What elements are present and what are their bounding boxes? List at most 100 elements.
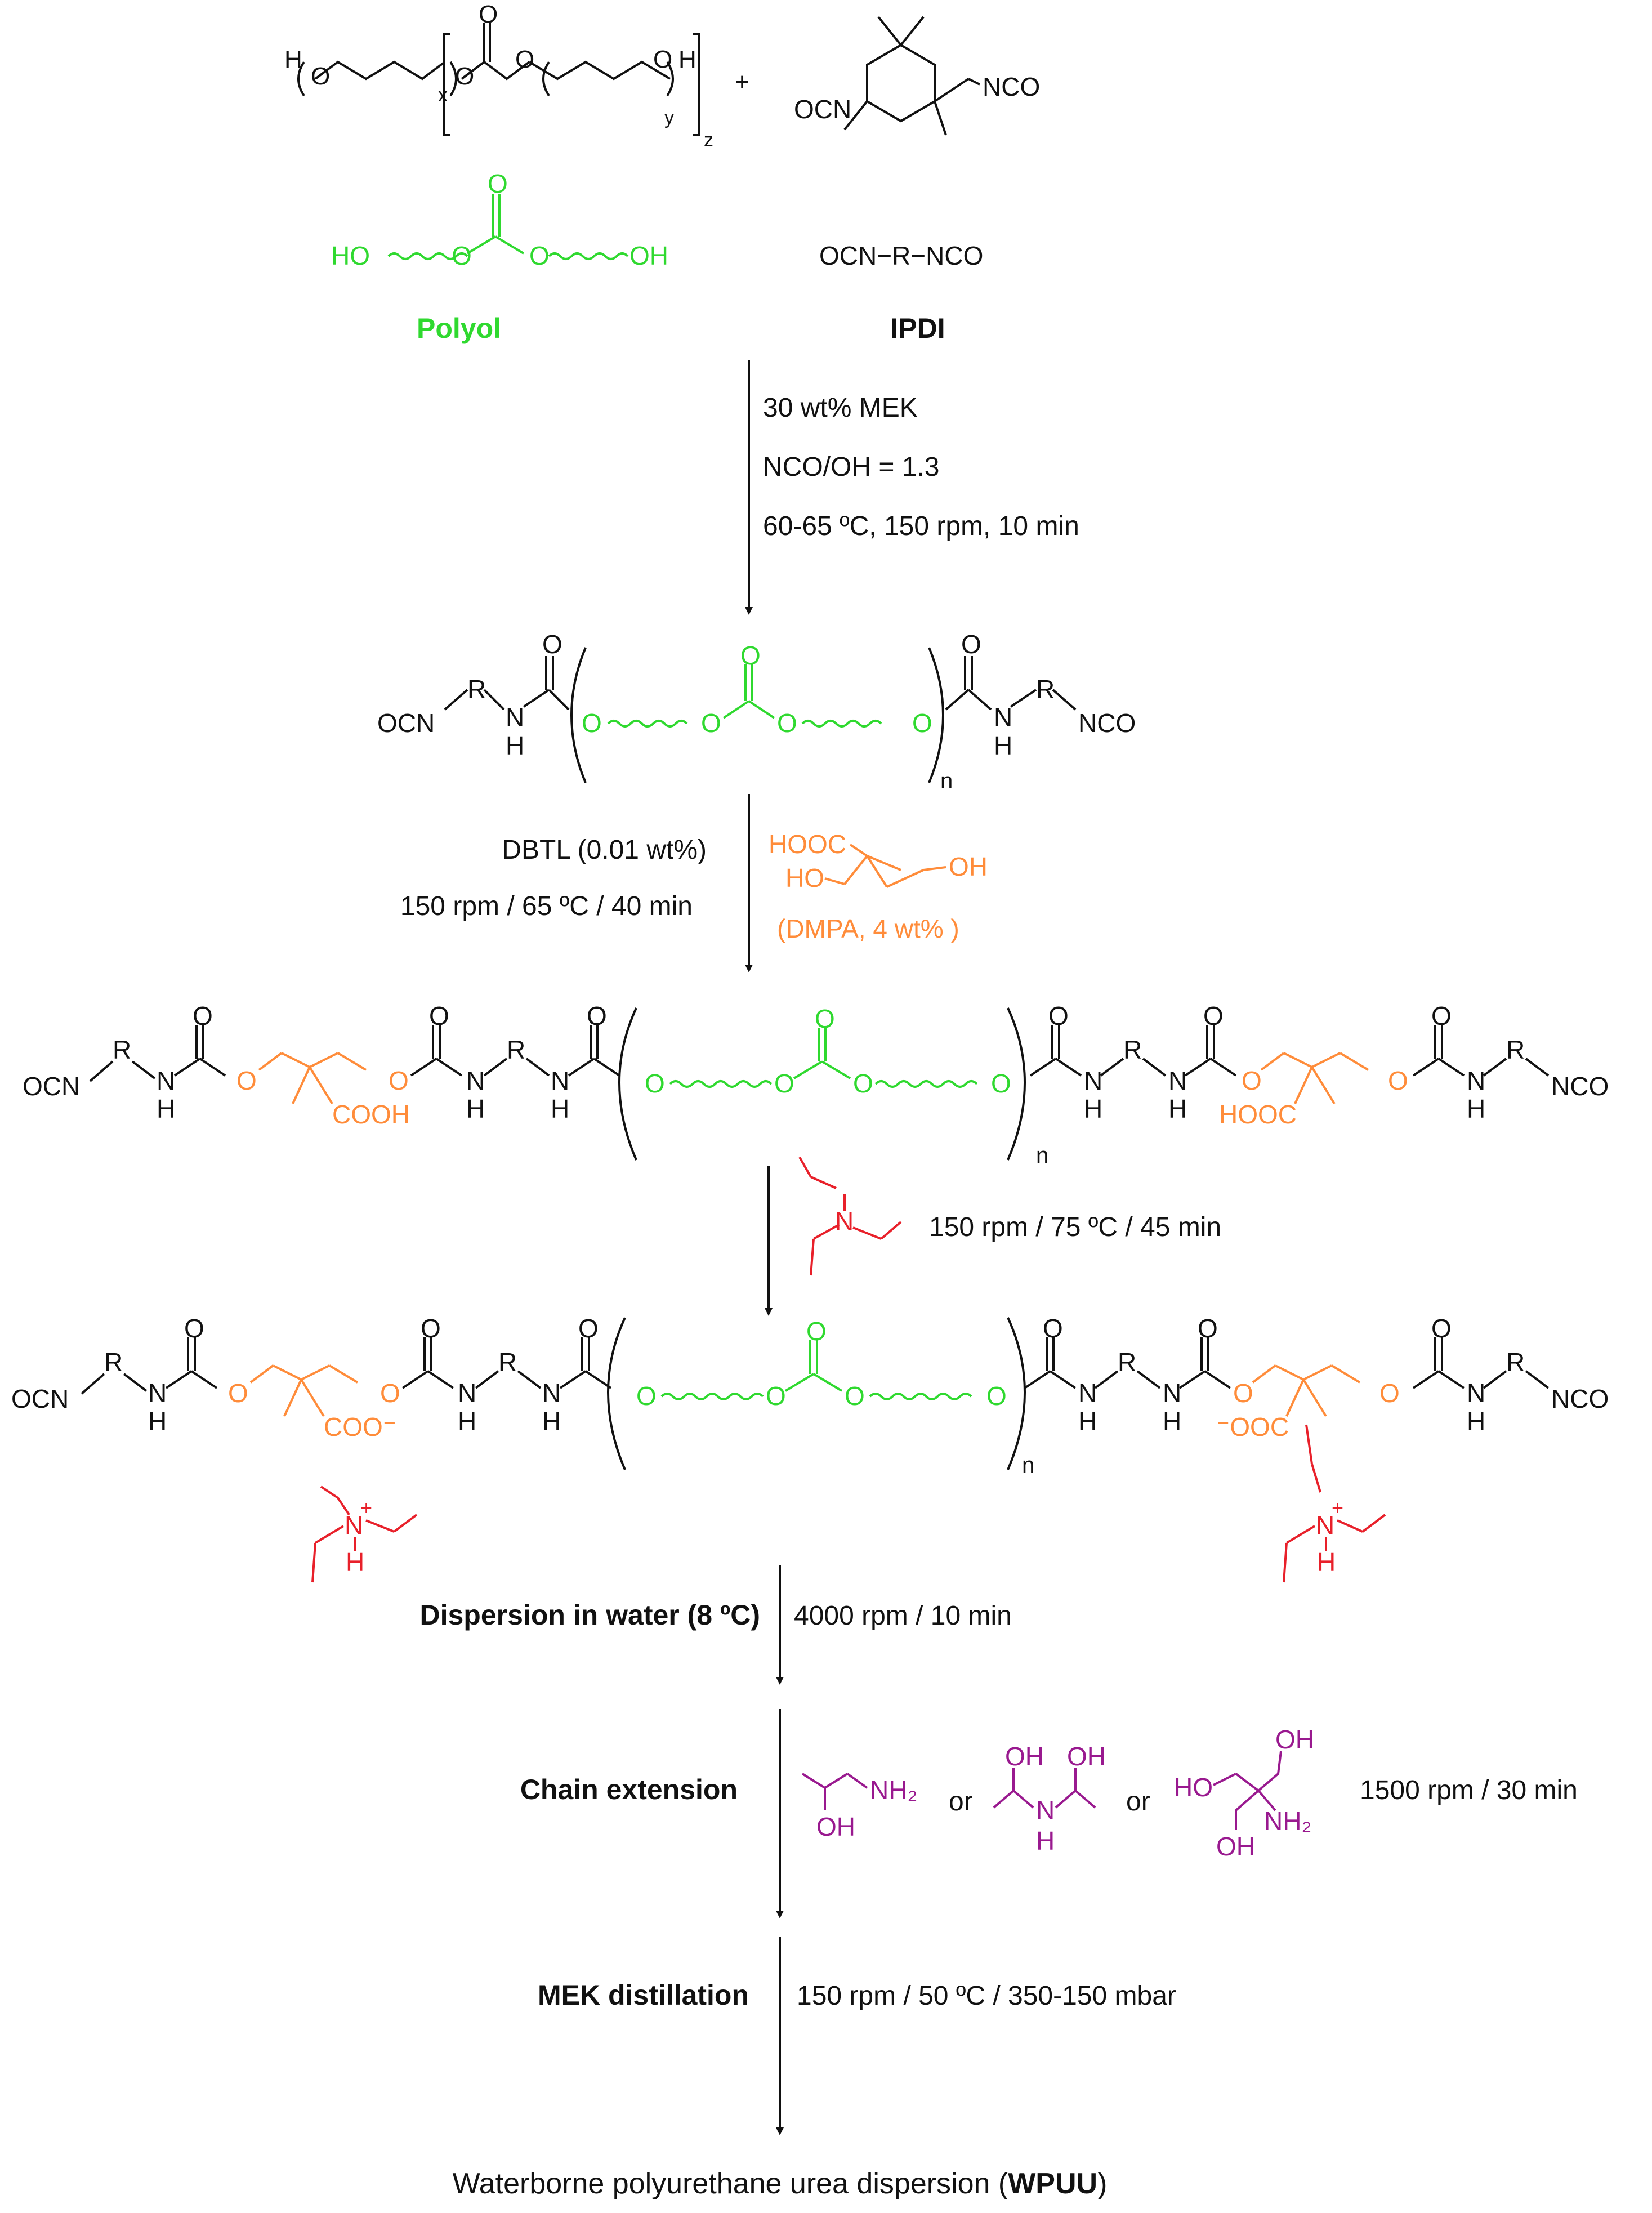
chain3-r-1: R xyxy=(104,1348,123,1377)
chain2-o-4: O xyxy=(1048,1001,1069,1030)
chain2-o-1: O xyxy=(193,1001,213,1030)
ammonium-h-right: H xyxy=(1317,1547,1336,1577)
triethylamine-structure: N xyxy=(798,1157,902,1276)
polycarbonate-h-left: H xyxy=(284,46,302,73)
chain3-orange-o-3: O xyxy=(1233,1378,1253,1408)
extender-diisopropanolamine: OH OH N H xyxy=(993,1742,1106,1855)
chain2-orange-o-1: O xyxy=(236,1066,257,1095)
extender-aminopropanol: NH₂ OH xyxy=(801,1773,917,1841)
chain2-h-5: H xyxy=(1168,1094,1187,1123)
extender3-nh2: NH₂ xyxy=(1264,1806,1311,1836)
product-label: Waterborne polyurethane urea dispersion … xyxy=(453,2167,1108,2200)
chain3-n-4: N xyxy=(1078,1378,1097,1408)
chain3-n-6: N xyxy=(1467,1378,1485,1408)
ammonium-h-left: H xyxy=(346,1547,364,1577)
ipdi-ocn: OCN xyxy=(794,95,851,124)
dmpa-hooc: HOOC xyxy=(769,829,846,859)
or-separator-2: or xyxy=(1126,1787,1150,1817)
chain2-o-2: O xyxy=(429,1001,449,1030)
chain2-o-5: O xyxy=(1203,1001,1224,1030)
step2-catalyst: DBTL (0.01 wt%) xyxy=(502,835,707,865)
prepolymer-green-o-4: O xyxy=(912,708,932,738)
chain2-nco: NCO xyxy=(1551,1072,1609,1101)
neutralized-chain: OCN R N H O O N H R N H O O N H R N H O … xyxy=(11,1314,1609,1583)
chain2-n-2: N xyxy=(466,1066,485,1095)
chain2-orange-o-4: O xyxy=(1388,1066,1408,1095)
prepolymer-n-left: N xyxy=(506,703,524,732)
extender2-h: H xyxy=(1036,1826,1055,1855)
extender3-oh-top: OH xyxy=(1275,1725,1314,1754)
chain2-o-3: O xyxy=(587,1001,607,1030)
chain2-ocn: OCN xyxy=(23,1072,80,1101)
prepolymer-n-right: N xyxy=(994,703,1012,732)
dmpa-structure: HOOC HO OH (DMPA, 4 wt% ) xyxy=(769,829,988,943)
chain2-hooc: HOOC xyxy=(1219,1100,1297,1129)
polycarbonate-diol-structure xyxy=(297,23,700,136)
chain3-green-o-1: O xyxy=(636,1381,657,1411)
chain3-green-o-3: O xyxy=(845,1381,865,1411)
chain3-h-6: H xyxy=(1467,1407,1485,1436)
chain3-h-2: H xyxy=(458,1407,476,1436)
prepolymer-green-o-1: O xyxy=(582,708,602,738)
prepolymer-nco: NCO xyxy=(1078,708,1136,738)
extender2-oh-right: OH xyxy=(1067,1742,1106,1771)
step1-conditions: 60-65 ºC, 150 rpm, 10 min xyxy=(763,511,1079,541)
polycarbonate-subscript-x: x xyxy=(438,84,448,106)
dmpa-extended-chain: OCN R N H O O N H R N H O O N H R N H O … xyxy=(23,1001,1609,1168)
polyol-ho: HO xyxy=(331,241,370,270)
chain3-n-repeat: n xyxy=(1022,1453,1034,1478)
dmpa-oh: OH xyxy=(949,852,988,881)
extender-tris: OH HO NH₂ OH xyxy=(1174,1725,1314,1861)
step2-conditions: 150 rpm / 65 ºC / 40 min xyxy=(400,891,693,921)
chain3-h-5: H xyxy=(1163,1407,1181,1436)
ammonium-plus-left: + xyxy=(360,1496,372,1519)
chain2-n-repeat: n xyxy=(1036,1143,1048,1168)
chain3-h-4: H xyxy=(1078,1407,1097,1436)
chain2-n-1: N xyxy=(157,1066,175,1095)
polycarbonate-o-carbonyl: O xyxy=(479,1,498,28)
chain3-n-1: N xyxy=(148,1378,167,1408)
ammonium-n-left: N xyxy=(345,1511,363,1540)
chain2-h-2: H xyxy=(466,1094,485,1123)
chain3-orange-o-1: O xyxy=(228,1378,248,1408)
polycarbonate-o-4: O xyxy=(653,46,672,73)
polycarbonate-o-2: O xyxy=(455,63,474,90)
step6-conditions: 150 rpm / 50 ºC / 350-150 mbar xyxy=(797,1981,1176,2011)
prepolymer-green-o-3: O xyxy=(777,708,797,738)
extender1-nh2: NH₂ xyxy=(870,1775,917,1805)
chain3-n-3: N xyxy=(542,1378,561,1408)
chain3-green-o-carbonyl: O xyxy=(806,1317,827,1346)
extender1-oh: OH xyxy=(816,1812,855,1841)
polyol-oh: OH xyxy=(629,241,668,270)
step4-label: Dispersion in water (8 ºC) xyxy=(420,1599,761,1631)
polycarbonate-o-1: O xyxy=(311,63,330,90)
polycarbonate-h-right: H xyxy=(678,46,696,73)
chain2-green-o-4: O xyxy=(991,1069,1011,1098)
chain3-nco: NCO xyxy=(1551,1384,1609,1413)
chain2-orange-o-2: O xyxy=(389,1066,409,1095)
step3-conditions: 150 rpm / 75 ºC / 45 min xyxy=(929,1212,1221,1242)
step4-conditions: 4000 rpm / 10 min xyxy=(794,1601,1012,1631)
extender2-n: N xyxy=(1036,1795,1055,1824)
step1-ratio: NCO/OH = 1.3 xyxy=(763,452,939,482)
prepolymer-green-o-2: O xyxy=(701,708,721,738)
prepolymer-o-left: O xyxy=(542,630,562,659)
chain2-n-5: N xyxy=(1168,1066,1187,1095)
chain3-o-6: O xyxy=(1431,1314,1452,1343)
chain2-cooh: COOH xyxy=(332,1100,410,1129)
extender2-oh-left: OH xyxy=(1005,1742,1044,1771)
extender3-ho: HO xyxy=(1174,1773,1213,1802)
or-separator-1: or xyxy=(949,1787,973,1817)
chain3-o-2: O xyxy=(421,1314,441,1343)
polycarbonate-o-3: O xyxy=(515,46,534,73)
chain2-h-6: H xyxy=(1467,1094,1485,1123)
chain3-coo-minus: COO⁻ xyxy=(324,1412,396,1442)
prepolymer-h-left: H xyxy=(506,731,524,760)
dmpa-ho: HO xyxy=(785,863,824,893)
chain3-o-4: O xyxy=(1043,1314,1063,1343)
prepolymer-green-o-carbonyl: O xyxy=(740,641,761,670)
polyol-o-right: O xyxy=(529,241,550,270)
chain3-n-5: N xyxy=(1163,1378,1181,1408)
chain2-n-4: N xyxy=(1084,1066,1102,1095)
chain3-minus-ooc: ⁻OOC xyxy=(1216,1412,1289,1442)
